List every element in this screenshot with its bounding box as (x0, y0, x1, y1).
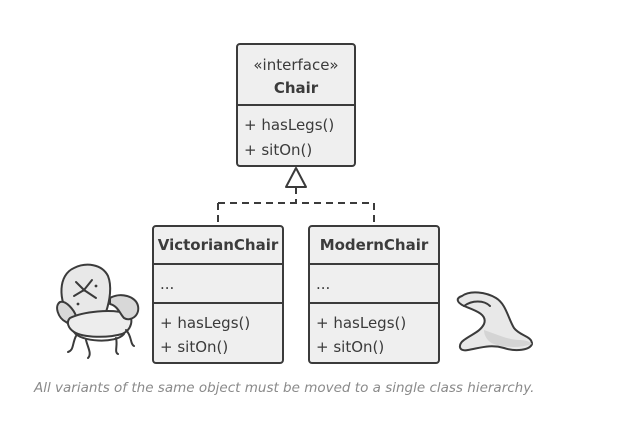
modern-curved-chair-icon (456, 291, 533, 352)
class-method: + hasLegs() (316, 314, 406, 332)
class-victorianchair-box: VictorianChair ... + hasLegs() + sitOn() (152, 225, 284, 364)
interface-stereotype: «interface» (253, 56, 338, 74)
class-name: ModernChair (320, 236, 429, 254)
interface-name: Chair (274, 79, 319, 97)
realization-arrow (217, 167, 375, 226)
class-fields: ... (316, 275, 330, 293)
victorian-armchair-icon (56, 263, 140, 359)
class-method: + sitOn() (316, 338, 384, 356)
class-method: + sitOn() (160, 338, 228, 356)
class-method: + hasLegs() (160, 314, 250, 332)
interface-method: + sitOn() (244, 141, 312, 159)
class-fields: ... (160, 275, 174, 293)
interface-chair-box: «interface» Chair + hasLegs() + sitOn() (236, 43, 356, 167)
class-name: VictorianChair (158, 236, 279, 254)
interface-method: + hasLegs() (244, 116, 334, 134)
diagram-caption: All variants of the same object must be … (34, 380, 535, 396)
class-modernchair-box: ModernChair ... + hasLegs() + sitOn() (308, 225, 440, 364)
